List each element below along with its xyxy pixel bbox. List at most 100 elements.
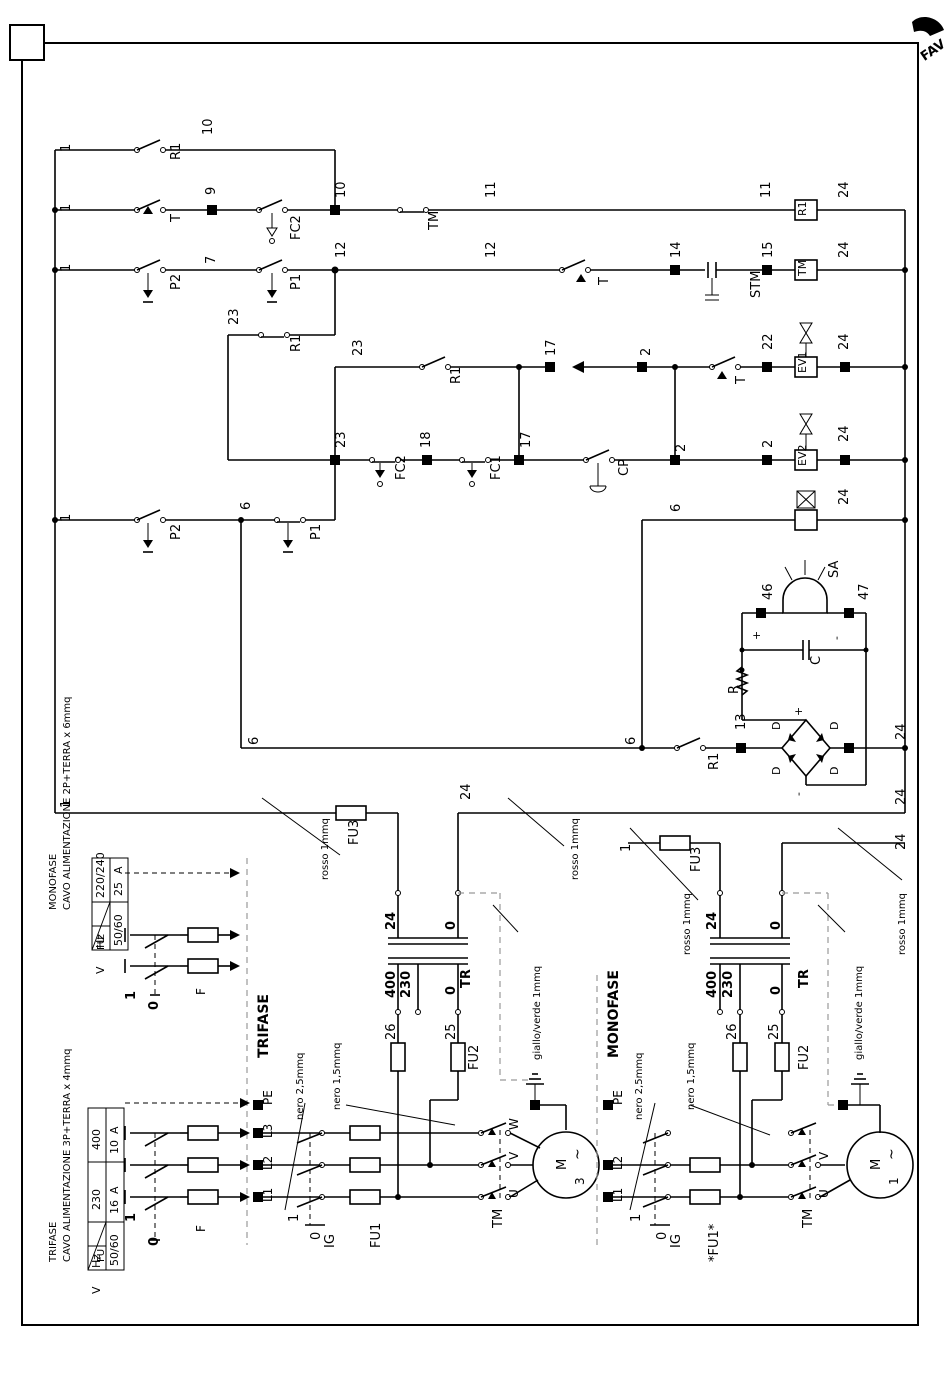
- label-V: V: [507, 1151, 521, 1160]
- label-one: 1: [629, 1214, 644, 1222]
- label-w24: 24: [894, 723, 909, 740]
- label-w24: 24: [837, 241, 852, 258]
- label-plus: +: [750, 631, 763, 640]
- label-C: C: [809, 656, 824, 665]
- label-w13: 13: [734, 713, 749, 730]
- label-one: 1: [124, 1213, 139, 1222]
- label-zero: 0: [147, 1001, 162, 1010]
- label-giallo: giallo/verde 1mmq: [532, 966, 543, 1060]
- label-T: T: [734, 376, 749, 385]
- label-nero25: nero 2,5mmq: [295, 1053, 306, 1120]
- label-W: W: [507, 1118, 521, 1130]
- label-title1: TRIFASE: [48, 1222, 59, 1263]
- label-w6: 6: [624, 737, 639, 745]
- trifase-head-cell: 230: [90, 1189, 103, 1210]
- label-rosso: rosso 1mmq: [682, 893, 693, 955]
- label-FU2: FU2: [797, 1045, 812, 1070]
- label-one: 1: [887, 1177, 901, 1185]
- label-w23: 23: [334, 431, 349, 448]
- label-STM: STM: [749, 271, 764, 298]
- trifase-row-cell: A: [108, 1186, 121, 1194]
- label-rosso: rosso 1mmq: [570, 818, 581, 880]
- label-w0: 0: [769, 921, 784, 930]
- label-w2: 2: [639, 348, 654, 356]
- label-w1: 1: [59, 800, 74, 808]
- label-P1: P1: [289, 274, 304, 290]
- label-TM: TM: [491, 1209, 506, 1229]
- label-P2: P2: [169, 274, 184, 290]
- label-title2: CAVO ALIMENTAZIONE 2P+TERRA x 6mmq: [62, 696, 73, 910]
- label-w47: 47: [857, 583, 872, 600]
- label-PE: PE: [261, 1090, 275, 1105]
- label-R1: R1: [169, 143, 184, 160]
- label-w23: 23: [227, 308, 242, 325]
- label-w24: 24: [705, 912, 720, 930]
- logo-text: FAV: [918, 37, 948, 65]
- page-frame: [21, 42, 919, 1326]
- label-w26: 26: [725, 1023, 740, 1040]
- label-w10: 10: [201, 118, 216, 135]
- label-rosso: rosso 1mmq: [320, 818, 331, 880]
- label-D: D: [828, 767, 841, 775]
- monofase-head-cell: V: [94, 966, 107, 974]
- label-w18: 18: [419, 431, 434, 448]
- label-F: F: [194, 1225, 208, 1232]
- label-w24: 24: [837, 333, 852, 350]
- label-w12: 12: [484, 241, 499, 258]
- label-CP: CP: [617, 459, 632, 476]
- label-FU1-star: *FU1*: [707, 1223, 722, 1262]
- label-M: M: [869, 1159, 884, 1170]
- monofase-row-cell: 50/60: [112, 914, 125, 946]
- label-rosso: rosso 1mmq: [897, 893, 908, 955]
- label-w400: 400: [384, 971, 399, 998]
- label-FC2: FC2: [394, 455, 409, 480]
- label-M: M: [555, 1159, 570, 1170]
- label-w7: 7: [204, 256, 219, 264]
- trifase-section: [246, 858, 600, 1245]
- label-w12: 12: [334, 241, 349, 258]
- trifase-head-cell: V: [90, 1286, 103, 1294]
- label-IG: IG: [669, 1234, 684, 1248]
- label-tilde: ~: [884, 1148, 900, 1160]
- label-U: U: [817, 1189, 831, 1198]
- label-one: 1: [287, 1214, 302, 1222]
- label-w0: 0: [769, 986, 784, 995]
- monofase-row-cell: A: [112, 866, 125, 874]
- supply-tables: [87, 857, 250, 1271]
- label-TM: TM: [427, 211, 442, 231]
- label-F: F: [194, 988, 208, 995]
- trifase-row-cell: 16: [108, 1200, 121, 1214]
- label-w25: 25: [767, 1023, 782, 1040]
- label-w1: 1: [59, 144, 74, 152]
- label-L1: L1: [611, 1188, 625, 1202]
- label-three: 3: [573, 1177, 587, 1185]
- label-IG: IG: [323, 1234, 338, 1248]
- label-w17: 17: [519, 431, 534, 448]
- trifase-row-cell: 50/60: [108, 1234, 121, 1266]
- label-w24: 24: [837, 425, 852, 442]
- label-minus: -: [830, 636, 843, 640]
- label-w22: 22: [761, 333, 776, 350]
- label-FU: FU: [96, 1249, 107, 1262]
- label-zero: 0: [309, 1232, 324, 1240]
- label-L3: L3: [261, 1124, 275, 1138]
- label-trifase: TRIFASE: [256, 994, 272, 1058]
- label-w24: 24: [894, 788, 909, 805]
- label-w6: 6: [247, 737, 262, 745]
- label-FU2: FU2: [467, 1045, 482, 1070]
- label-R1: R1: [707, 753, 722, 770]
- label-w400: 400: [705, 971, 720, 998]
- label-PE: PE: [611, 1090, 625, 1105]
- label-TM: TM: [801, 1209, 816, 1229]
- label-w24: 24: [837, 181, 852, 198]
- label-L2: L2: [611, 1156, 625, 1170]
- label-zero: 0: [655, 1232, 670, 1240]
- label-R1: R1: [449, 367, 464, 384]
- label-T: T: [169, 214, 184, 223]
- label-TR: TR: [797, 969, 812, 988]
- monofase-section: [596, 827, 914, 1245]
- label-TM: TM: [796, 260, 809, 277]
